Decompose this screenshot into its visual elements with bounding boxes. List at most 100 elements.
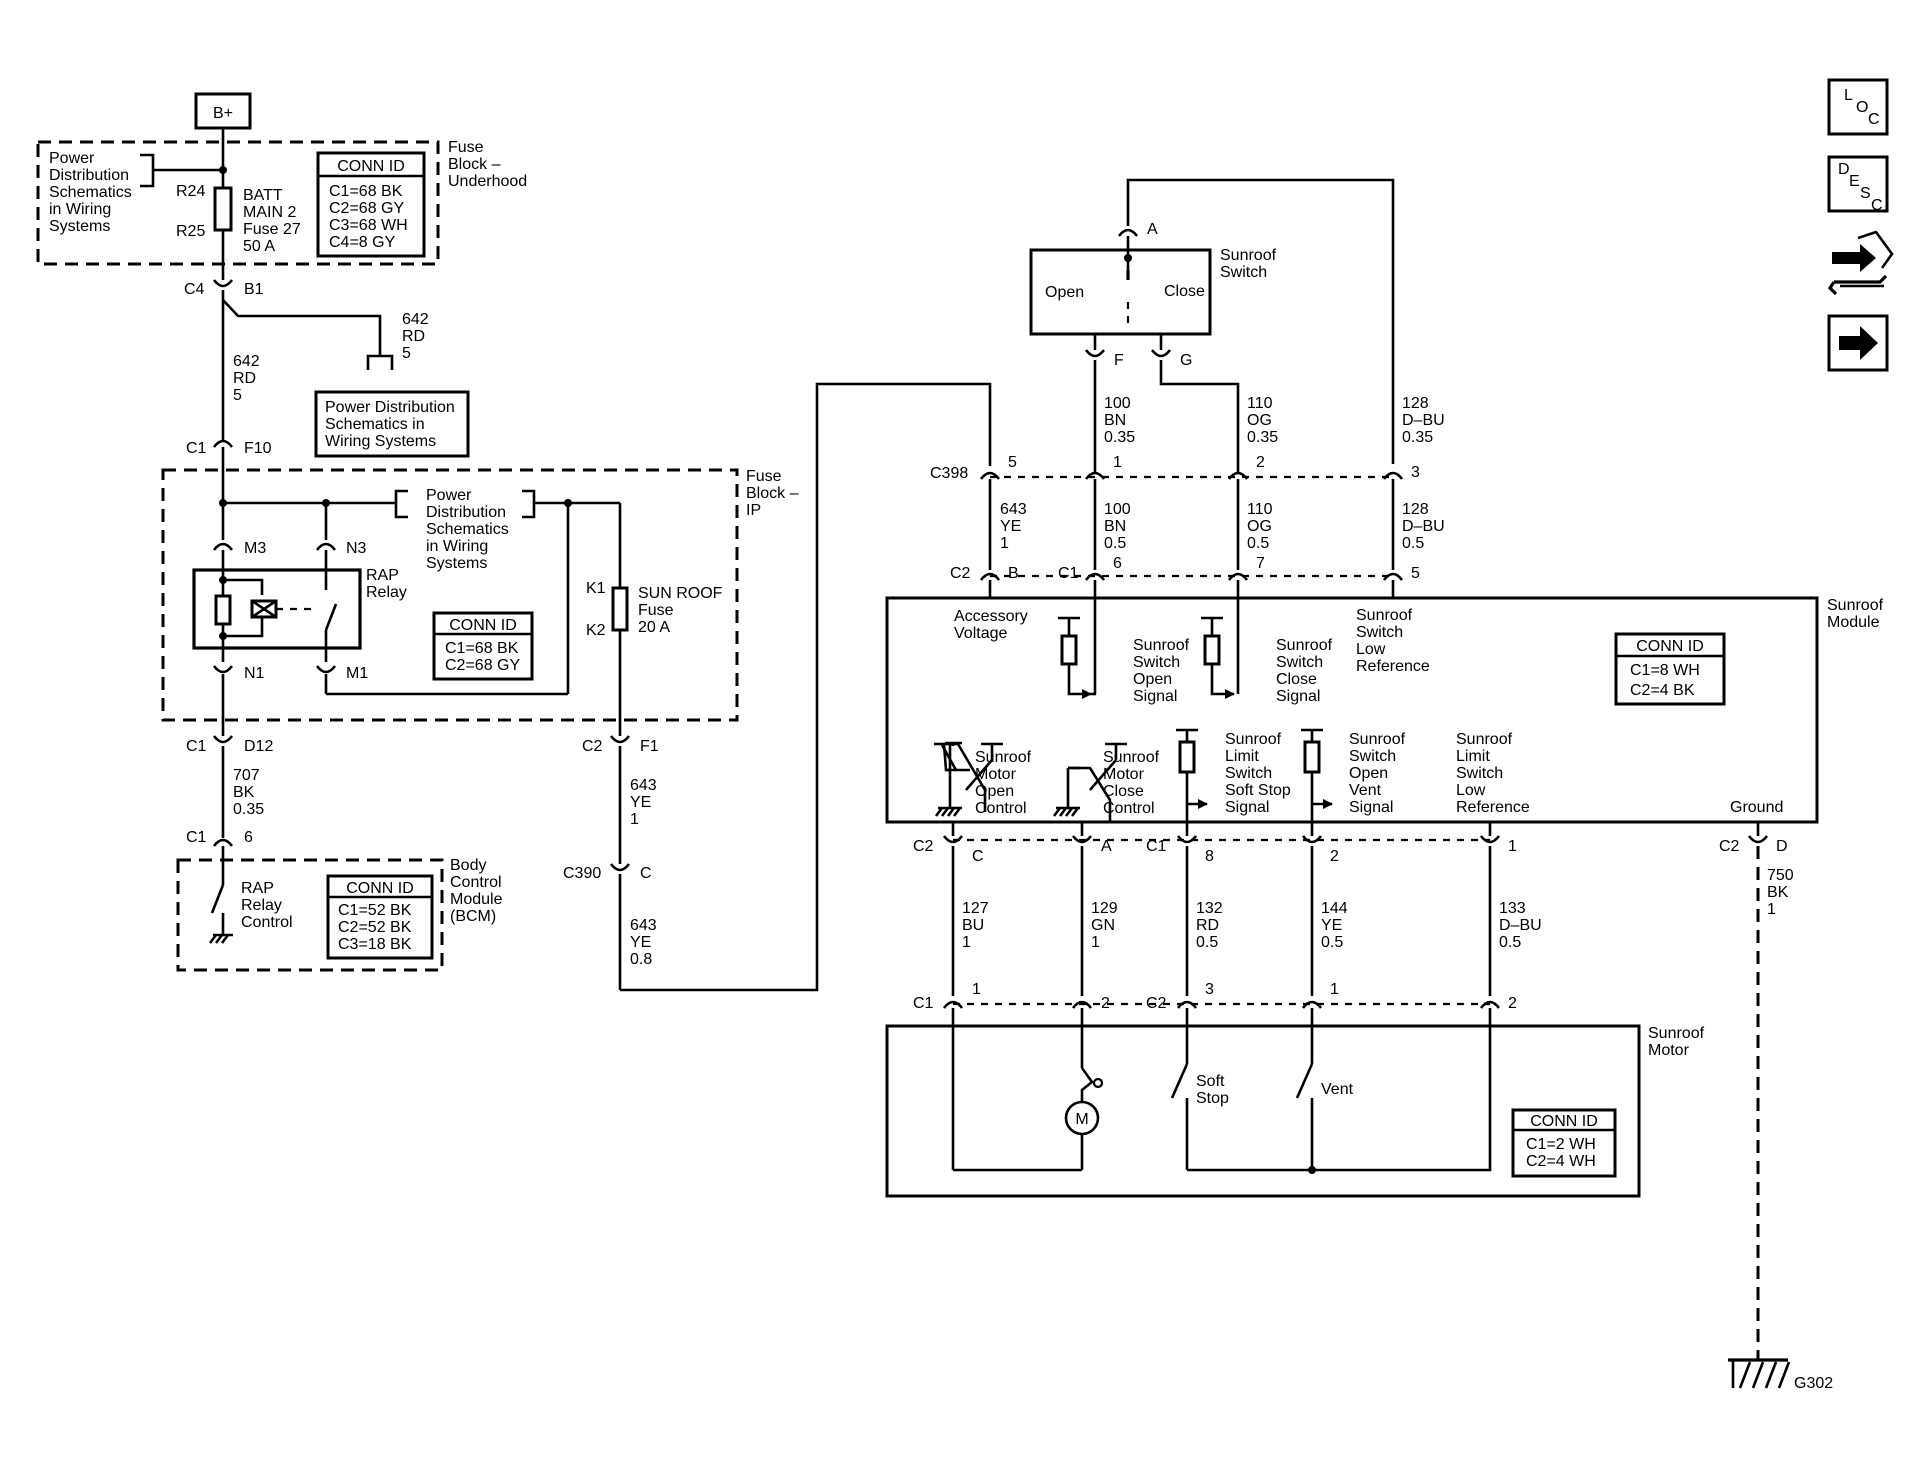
svg-text:E: E [1849,173,1860,190]
svg-text:O: O [1856,99,1868,116]
svg-text:Wiring Systems: Wiring Systems [325,433,436,450]
wire-110-lower: 110 OG 0.5 [1247,501,1277,552]
open-vent-signal-label: Sunroof Switch Open Vent Signal [1349,731,1410,816]
c398-pin-5-label: 5 [1008,454,1017,471]
rap-relay-label: RAP Relay [366,567,407,601]
c4-b1-connector [212,279,234,288]
c390-connector [609,863,631,872]
c398-pin-1 [1084,471,1106,480]
power-dist-left-label: Power Distribution Schematics in Wiring … [49,150,136,235]
arrow-right-icon[interactable] [1827,314,1889,372]
module-top-pin-6: 6 [1113,555,1122,572]
c398-pin-2 [1227,471,1249,480]
svg-text:C3=68 WH: C3=68 WH [329,217,408,234]
m1-pin [315,665,337,674]
c1-6-connector [212,838,234,847]
b1-label: B1 [244,281,264,298]
module-bottom-pin-c1-8 [1176,835,1198,844]
hand-wrench-icon[interactable] [1827,230,1894,296]
bcm-label: Body Control Module (BCM) [450,857,507,925]
module-bottom-pin-c2-d [1747,835,1769,844]
svg-text:Schematics in: Schematics in [325,416,425,433]
c1-d12-connector [212,735,234,744]
rap-relay-control-label: RAP Relay Control [241,880,293,931]
open-signal-label: Sunroof Switch Open Signal [1133,637,1194,705]
switch-pin-f-label: F [1114,352,1124,369]
fuse-block-underhood-label: Fuse Block – Underhood [448,139,527,190]
wire-132-label: 132 RD 0.5 [1196,900,1227,951]
c398-label: C398 [930,465,968,482]
wire-643-lower: 643 YE 1 [1000,501,1031,552]
n3-pin [315,542,337,551]
limit-low-reference-label: Sunroof Limit Switch Low Reference [1456,731,1530,816]
wire-128-upper: 128 D–BU 0.35 [1402,395,1449,446]
ground-g302: G302 [1728,1358,1833,1392]
r25-label: R25 [176,223,205,240]
conn-id-underhood: CONN ID C1=68 BK C2=68 GY C3=68 WH C4=8 … [316,151,426,258]
wire-128-lower: 128 D–BU 0.5 [1402,501,1449,552]
wire-643-a-label: 643 YE 1 [630,777,661,828]
motor-pin-1b-label: 1 [1330,981,1339,998]
module-top-conn-c1: C1 [1058,565,1079,582]
module-pin-7 [1227,572,1249,581]
c398-pin-5 [979,471,1001,480]
motor-pin-3-label: 3 [1205,981,1214,998]
m3-label: M3 [244,540,266,557]
loc-icon[interactable]: L O C [1827,78,1889,136]
switch-pin-g [1150,349,1172,358]
svg-text:L: L [1844,87,1853,104]
wire-127-label: 127 BU 1 [962,900,993,951]
limit-soft-stop-label: Sunroof Limit Switch Soft Stop Signal [1225,731,1295,816]
wire-707-label: 707 BK 0.35 [233,767,264,818]
k2-label: K2 [586,622,606,639]
batt-fuse-label: BATT MAIN 2 Fuse 27 50 A [243,187,305,255]
c1-top-label: C1 [186,440,207,457]
wire-642-branch-label: 642 RD 5 [402,311,433,362]
conn-id-module: CONN ID C1=8 WH C2=4 BK [1614,632,1726,706]
svg-text:C4=8 GY: C4=8 GY [329,234,396,251]
c4-label: C4 [184,281,205,298]
module-pin-c1-6 [1084,572,1106,581]
module-top-pin-5: 5 [1411,565,1420,582]
wire-100-lower: 100 BN 0.5 [1104,501,1135,552]
svg-text:CONN ID: CONN ID [1530,1113,1598,1130]
conn-id-fuse-ip: CONN ID C1=68 BK C2=68 GY [432,611,534,681]
svg-text:C2=68 GY: C2=68 GY [445,657,520,674]
switch-pin-a-label: A [1147,221,1158,238]
bottom-pin-a: A [1101,838,1112,855]
g302-label: G302 [1794,1375,1833,1392]
desc-icon[interactable]: D E S C [1827,155,1889,214]
motor-pin-1-label: 1 [972,981,981,998]
soft-stop-label: Soft Stop [1196,1073,1229,1107]
sunroof-switch-label: Sunroof Switch [1220,247,1281,281]
switch-low-reference-label: Sunroof Switch Low Reference [1356,607,1430,675]
motor-m-label: M [1075,1111,1088,1128]
motor-pin-2b [1479,1000,1501,1009]
sunroof-switch [1029,248,1212,336]
n3-label: N3 [346,540,367,557]
conn-id-motor: CONN ID C1=2 WH C2=4 WH [1511,1108,1617,1178]
rap-relay [192,568,362,650]
svg-text:C3=18 BK: C3=18 BK [338,936,412,953]
bcm-boundary [176,858,444,972]
bottom-pin-2: 2 [1330,848,1339,865]
accessory-voltage-label: Accessory Voltage [954,608,1032,642]
c390-conn-label: C390 [563,865,601,882]
c1-f10-connector [212,439,234,448]
fuse-block-ip-label: Fuse Block – IP [746,468,803,519]
r24-label: R24 [176,183,205,200]
f10-label: F10 [244,440,272,457]
svg-text:C2=4 WH: C2=4 WH [1526,1153,1596,1170]
m3-pin [212,542,234,551]
module-top-conn-c2: C2 [950,565,971,582]
svg-text:C1=68 BK: C1=68 BK [329,183,403,200]
n1-pin [212,665,234,674]
power-dist-box: Power Distribution Schematics in Wiring … [314,390,470,458]
svg-text:C1=2 WH: C1=2 WH [1526,1136,1596,1153]
sunroof-motor-label: Sunroof Motor [1648,1025,1709,1059]
module-pin-c2-b [979,572,1001,581]
motor-conn-c2: C2 [1146,995,1167,1012]
vent-label: Vent [1321,1081,1354,1098]
